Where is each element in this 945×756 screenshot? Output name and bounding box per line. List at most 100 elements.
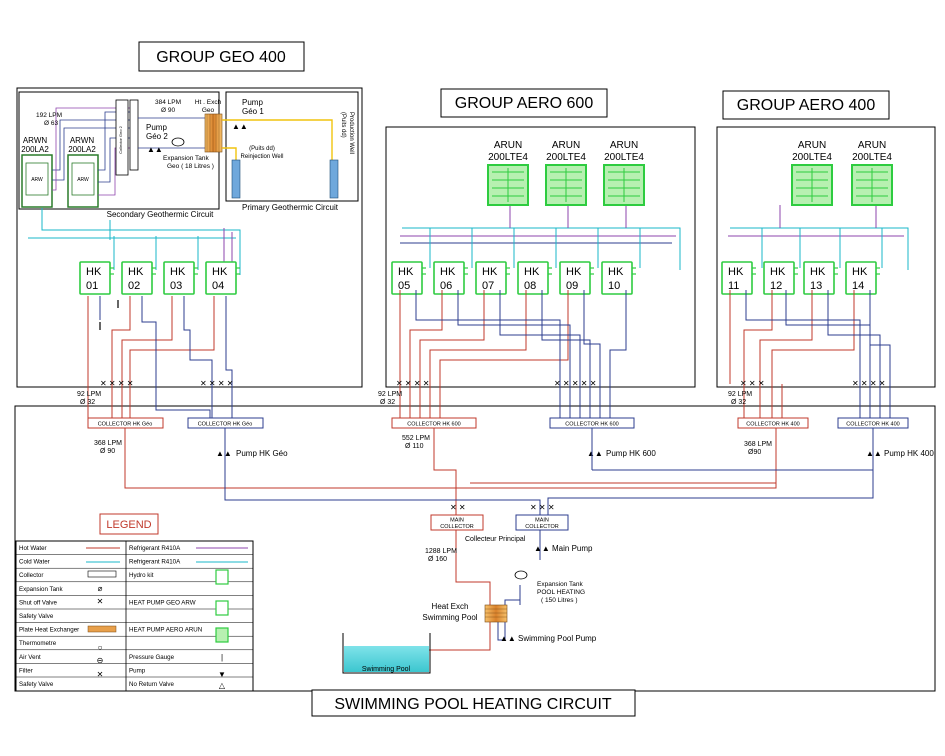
- svg-text:Pressure Gauge: Pressure Gauge: [129, 654, 175, 661]
- svg-text:Pump HK 600: Pump HK 600: [606, 449, 656, 458]
- svg-text:Collector: Collector: [19, 572, 43, 579]
- group-geo-frame: [16, 87, 363, 388]
- svg-text:200LA2: 200LA2: [21, 145, 49, 154]
- main-collector-hot: MAIN COLLECTOR: [430, 514, 484, 531]
- svg-text:200LTE4: 200LTE4: [604, 152, 644, 163]
- svg-text:Main Pump: Main Pump: [552, 544, 593, 553]
- svg-text:POOL HEATING: POOL HEATING: [537, 589, 585, 596]
- hk-hydro-kit: HK 11: [721, 261, 756, 295]
- svg-text:Pump HK Géo: Pump HK Géo: [236, 449, 288, 458]
- legend-row: Expansion Tank: [19, 586, 63, 593]
- svg-text:Ø 32: Ø 32: [380, 399, 395, 406]
- svg-text:Ø 90: Ø 90: [161, 107, 175, 114]
- svg-text:✕ ✕ ✕ ✕: ✕ ✕ ✕ ✕: [396, 379, 429, 388]
- reinjection-well: [231, 159, 241, 199]
- legend-icon: ⌀: [98, 584, 103, 593]
- svg-text:ARUN: ARUN: [858, 140, 886, 151]
- svg-text:HK: HK: [398, 266, 414, 278]
- svg-text:Geo: Geo: [202, 107, 215, 114]
- svg-text:ARUN: ARUN: [552, 140, 580, 151]
- svg-text:04: 04: [212, 280, 224, 292]
- svg-text:384 LPM: 384 LPM: [155, 99, 181, 106]
- svg-text:( 150 Litres ): ( 150 Litres ): [541, 597, 578, 604]
- svg-text:200LTE4: 200LTE4: [546, 152, 586, 163]
- geo-collector: [115, 99, 129, 176]
- legend-icon: △: [219, 681, 226, 690]
- collector-geo-hot: COLLECTOR HK Géo: [87, 417, 164, 429]
- hk-hydro-kit: HK 01: [79, 261, 114, 295]
- svg-text:Pump: Pump: [146, 123, 167, 132]
- svg-text:368 LPM: 368 LPM: [94, 440, 122, 447]
- legend-symbol: [87, 625, 117, 633]
- svg-text:Thermometre: Thermometre: [19, 640, 57, 647]
- legend-symbol: [215, 600, 229, 616]
- svg-text:368 LPM: 368 LPM: [744, 441, 772, 448]
- group-aero400-title: GROUP AERO 400: [737, 97, 876, 114]
- svg-text:COLLECTOR: COLLECTOR: [440, 524, 474, 530]
- svg-text:Primary Geothermic Circuit: Primary Geothermic Circuit: [242, 203, 339, 212]
- svg-text:COLLECTOR: COLLECTOR: [525, 524, 559, 530]
- svg-text:HEAT PUMP GEO ARW: HEAT PUMP GEO ARW: [129, 599, 196, 606]
- collector-400-cold: COLLECTOR HK 400: [837, 417, 909, 429]
- svg-text:Swimming Pool: Swimming Pool: [422, 613, 477, 622]
- svg-text:Reinjection Well: Reinjection Well: [241, 154, 284, 160]
- svg-text:HK: HK: [728, 266, 744, 278]
- svg-text:12: 12: [770, 280, 782, 292]
- pump-hk-400-icon: ▲▲: [866, 449, 882, 458]
- svg-text:(Puits dd): (Puits dd): [249, 146, 275, 152]
- svg-text:ARW: ARW: [77, 177, 89, 183]
- svg-text:192 LPM: 192 LPM: [36, 112, 62, 119]
- legend-row: Hot Water Refrigerant R410A: [19, 545, 181, 552]
- svg-text:COLLECTOR HK 400: COLLECTOR HK 400: [746, 422, 799, 428]
- group-aero600-frame: [385, 126, 696, 388]
- svg-text:HK: HK: [482, 266, 498, 278]
- svg-text:HK: HK: [170, 266, 186, 278]
- svg-text:11: 11: [728, 280, 739, 292]
- svg-text:(Puits dd): (Puits dd): [340, 112, 346, 138]
- pool-pump-icon: ▲▲: [500, 634, 516, 643]
- svg-text:✕ ✕ ✕: ✕ ✕ ✕: [740, 379, 765, 388]
- legend-symbol: [215, 627, 229, 643]
- group-aero600-title: GROUP AERO 600: [455, 95, 594, 112]
- svg-text:Hot Water: Hot Water: [19, 545, 47, 552]
- svg-text:HK: HK: [566, 266, 582, 278]
- svg-text:COLLECTOR HK 400: COLLECTOR HK 400: [846, 422, 899, 428]
- svg-text:Refrigerant R410A: Refrigerant R410A: [129, 545, 181, 552]
- svg-text:Ht . Exch: Ht . Exch: [195, 99, 222, 106]
- pool-heat-exchanger: [484, 604, 508, 623]
- svg-text:Collecteur Principal: Collecteur Principal: [465, 536, 526, 543]
- legend-row: Safety Valve: [19, 613, 54, 620]
- legend-icon: ✕: [97, 670, 104, 679]
- shut-off-valve-icon: [99, 300, 119, 330]
- collector-geo-cold: COLLECTOR HK Géo: [187, 417, 264, 429]
- svg-text:Geo ( 18 Litres ): Geo ( 18 Litres ): [167, 163, 214, 170]
- svg-text:02: 02: [128, 280, 140, 292]
- svg-text:01: 01: [86, 280, 98, 292]
- svg-text:HK: HK: [86, 266, 102, 278]
- svg-text:Ø 32: Ø 32: [731, 399, 746, 406]
- svg-text:200LTE4: 200LTE4: [792, 152, 832, 163]
- footer-title: SWIMMING POOL HEATING CIRCUIT: [334, 696, 612, 713]
- svg-text:Ø 63: Ø 63: [44, 120, 58, 127]
- svg-text:ARWN: ARWN: [23, 136, 48, 145]
- legend-table: [15, 540, 254, 692]
- svg-text:200LTE4: 200LTE4: [852, 152, 892, 163]
